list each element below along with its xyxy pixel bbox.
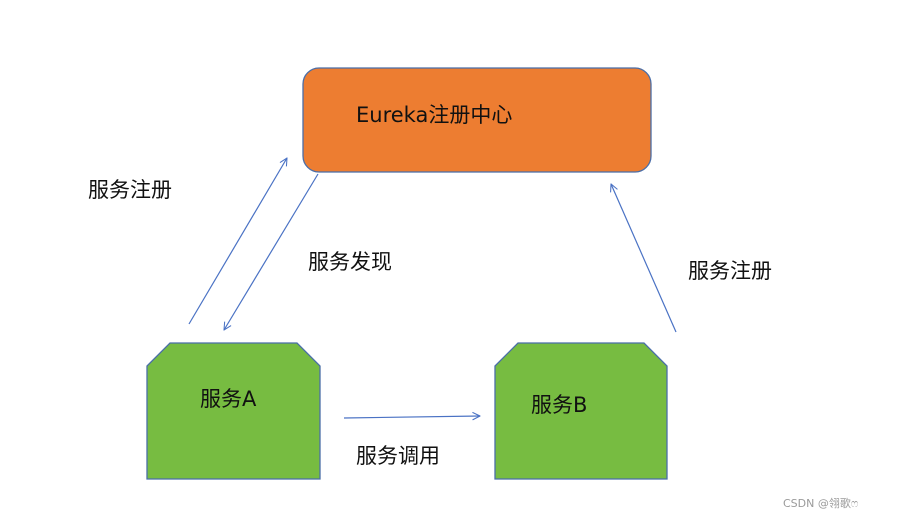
- label-discovery: 服务发现: [308, 250, 392, 274]
- registry-node: [302, 67, 652, 173]
- label-call: 服务调用: [356, 444, 440, 468]
- service-a-label: 服务A: [200, 387, 257, 411]
- registry-label: Eureka注册中心: [356, 103, 513, 127]
- service-b-node: [494, 342, 668, 480]
- service-b-label: 服务B: [531, 393, 588, 417]
- label-a-register: 服务注册: [88, 178, 172, 202]
- arrow-b-register: [611, 184, 677, 333]
- arrow-discovery: [224, 173, 319, 330]
- service-a-node: [146, 342, 321, 480]
- label-b-register: 服务注册: [688, 259, 772, 283]
- arrow-a-register: [188, 158, 287, 325]
- arrow-call: [343, 416, 480, 418]
- watermark: CSDN @翎歌ෆ: [783, 497, 859, 510]
